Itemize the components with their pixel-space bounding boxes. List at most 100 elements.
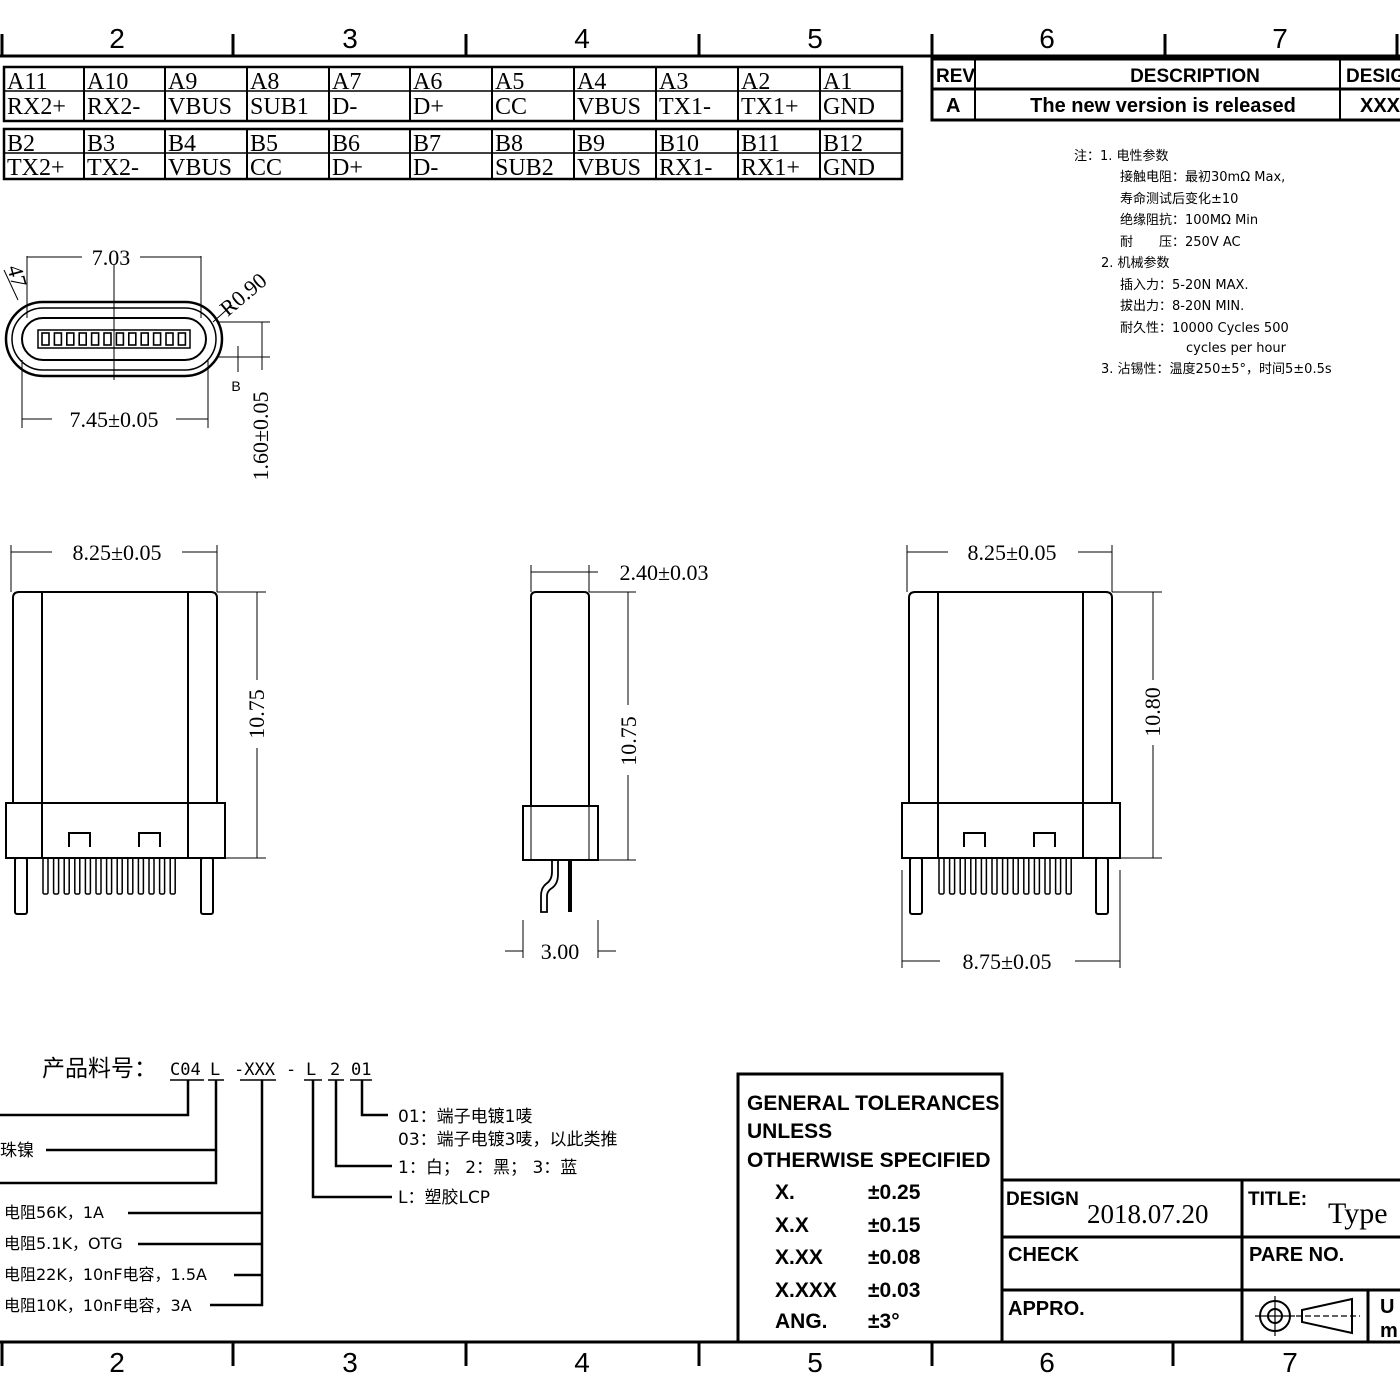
part-code: -XXX <box>234 1060 276 1080</box>
solder-leg <box>84 857 92 895</box>
pin-id-a: A11 <box>7 69 47 95</box>
check-label: CHECK <box>1008 1244 1080 1266</box>
solder-leg <box>1001 857 1009 895</box>
dim-middle-width: 2.40±0.03 <box>619 560 708 585</box>
title-label: TITLE: <box>1248 1189 1307 1210</box>
part-code: C04 <box>170 1060 201 1080</box>
left-option: 电阻5.1K，OTG <box>4 1234 123 1253</box>
part-number-leaders <box>0 1079 392 1307</box>
note-line: 注：1. 电性参数 <box>1074 148 1169 164</box>
right-option: 1：白； 2：黑； 3：蓝 <box>398 1158 577 1178</box>
tolerance-value: ±0.25 <box>868 1181 921 1204</box>
tolerance-key: X.XX <box>775 1246 823 1269</box>
contact-pin <box>66 332 75 346</box>
pin-id-a: A6 <box>413 69 442 95</box>
pin-id-b: B10 <box>659 131 699 157</box>
pin-name-a: D- <box>332 94 357 120</box>
part-code: 2 <box>330 1060 340 1080</box>
solder-leg <box>105 857 113 895</box>
pin-id-a: A4 <box>577 69 606 95</box>
tolerance-heading: OTHERWISE SPECIFIED <box>747 1149 990 1172</box>
part-number-label: 产品料号： <box>42 1056 157 1082</box>
solder-leg <box>1023 857 1030 895</box>
pin-id-b: B11 <box>741 131 780 157</box>
pin-id-b: B3 <box>87 131 115 157</box>
note-line: 寿命测试后变化±10 <box>1120 191 1238 207</box>
left-option: 电阻10K，10nF电容，3A <box>4 1296 192 1315</box>
solder-leg <box>938 857 945 895</box>
contact-pin <box>165 332 174 346</box>
dim-right-height: 10.80 <box>1140 687 1165 737</box>
pin-table <box>2 65 904 181</box>
pin-name-b: VBUS <box>577 155 641 181</box>
solder-leg <box>52 857 60 895</box>
pin-name-b: CC <box>250 155 282 181</box>
pin-name-a: GND <box>823 94 875 120</box>
pin-id-b: B5 <box>250 131 278 157</box>
pin-name-b: D- <box>413 155 438 181</box>
front-view <box>3 256 270 428</box>
pin-id-b: B4 <box>168 131 196 157</box>
contact-pin <box>78 332 87 346</box>
solder-leg <box>63 857 70 895</box>
pin-id-b: B9 <box>577 131 605 157</box>
note-line: 2. 机械参数 <box>1101 255 1170 271</box>
pin-name-b: TX2+ <box>7 155 65 181</box>
dim-right-width: 8.25±0.05 <box>967 540 1056 565</box>
pin-id-a: A5 <box>495 69 524 95</box>
contact-pin <box>53 332 63 346</box>
third-angle-projection-icon <box>1255 1296 1360 1336</box>
solder-leg <box>137 857 145 895</box>
dim-front-partial: 47 <box>2 262 32 290</box>
note-line: 接触电阻：最初30mΩ Max, <box>1120 169 1285 185</box>
contact-pin <box>90 332 100 346</box>
pin-name-a: TX1- <box>659 94 711 120</box>
dim-right-foot-width: 8.75±0.05 <box>962 949 1051 974</box>
pin-id-b: B8 <box>495 131 523 157</box>
drawing-title: Type <box>1328 1197 1388 1230</box>
tolerance-block <box>736 1072 1400 1342</box>
pin-name-b: VBUS <box>168 155 232 181</box>
right-side-view <box>901 545 1162 968</box>
pin-name-b: RX1+ <box>741 155 800 181</box>
pin-id-a: A8 <box>250 69 279 95</box>
pin-name-b: TX2- <box>87 155 139 181</box>
pin-id-b: B6 <box>332 131 360 157</box>
left-option: 电阻22K，10nF电容，1.5A <box>4 1265 207 1284</box>
zone-number-bottom: 6 <box>1039 1347 1055 1378</box>
pin-id-a: A7 <box>332 69 361 95</box>
solder-leg <box>1012 857 1019 895</box>
contact-pin <box>177 332 187 346</box>
solder-leg <box>116 857 123 895</box>
pin-name-a: SUB1 <box>250 94 309 120</box>
solder-leg <box>42 857 49 895</box>
approval-label: APPRO. <box>1008 1298 1085 1320</box>
design-date: 2018.07.20 <box>1087 1199 1209 1229</box>
pin-id-b: B7 <box>413 131 441 157</box>
zone-number-bottom: 5 <box>807 1347 823 1378</box>
note-line: 耐 压：250V AC <box>1120 235 1241 250</box>
note-line: 拔出力：8-20N MIN. <box>1120 299 1244 314</box>
tolerance-value: ±0.08 <box>868 1246 921 1269</box>
zone-number-bottom: 7 <box>1282 1347 1298 1378</box>
pin-name-a: TX1+ <box>741 94 799 120</box>
note-line: 耐久性：10000 Cycles 500 <box>1120 321 1289 336</box>
note-line: 插入力：5-20N MAX. <box>1120 278 1249 293</box>
zone-number-top: 5 <box>807 23 823 54</box>
tolerance-value: ±0.15 <box>868 1214 921 1237</box>
part-code: L <box>306 1060 316 1080</box>
note-line: 3. 沾锡性：温度250±5°，时间5±0.5s <box>1101 361 1332 377</box>
solder-leg <box>948 857 956 895</box>
zone-number-bottom: 2 <box>109 1347 125 1378</box>
solder-leg <box>74 857 81 895</box>
tolerance-heading: GENERAL TOLERANCES <box>747 1092 999 1115</box>
dim-front-height: 1.60±0.05 <box>248 391 273 480</box>
solder-leg <box>127 857 134 895</box>
dim-left-height: 10.75 <box>244 689 269 739</box>
pin-id-b: B12 <box>823 131 863 157</box>
note-line: 绝缘阻抗：100MΩ Min <box>1120 212 1258 228</box>
zone-number-top: 3 <box>342 23 358 54</box>
rev-value: A <box>946 95 960 117</box>
dim-left-width: 8.25±0.05 <box>72 540 161 565</box>
solder-leg <box>1044 857 1051 895</box>
